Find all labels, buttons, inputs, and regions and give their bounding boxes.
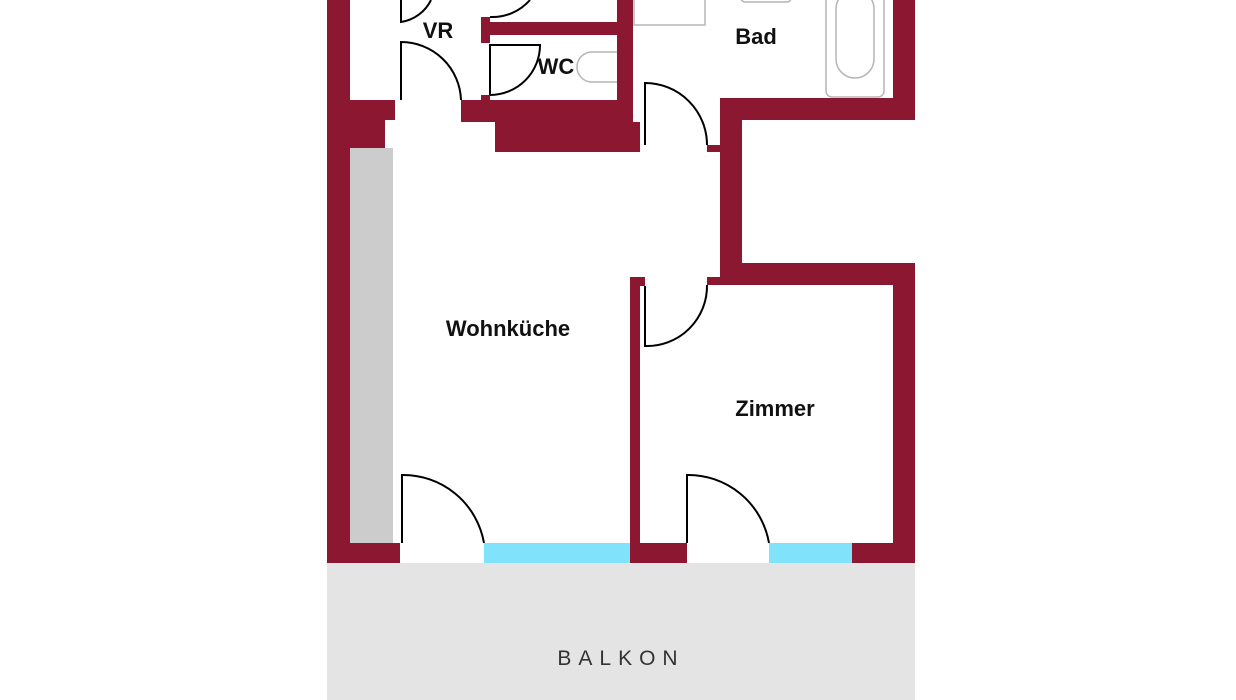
room-label-bad: Bad [735,24,777,49]
window-zimmer [769,543,852,563]
room-label-wohnkueche: Wohnküche [445,316,571,341]
toilet [576,51,617,83]
room-label-wc: WC [537,54,575,79]
doors [400,0,770,544]
bathtub-inner [835,0,875,79]
sink [633,0,706,26]
room-label-vr: VR [422,18,454,43]
balcony: BALKON [327,563,915,700]
walls [327,0,915,563]
room-label-zimmer: Zimmer [735,396,815,421]
window-wohnkueche [484,543,630,563]
kitchen-counter [350,148,393,543]
washbasin [740,0,792,3]
balcony-label: BALKON [557,647,685,670]
